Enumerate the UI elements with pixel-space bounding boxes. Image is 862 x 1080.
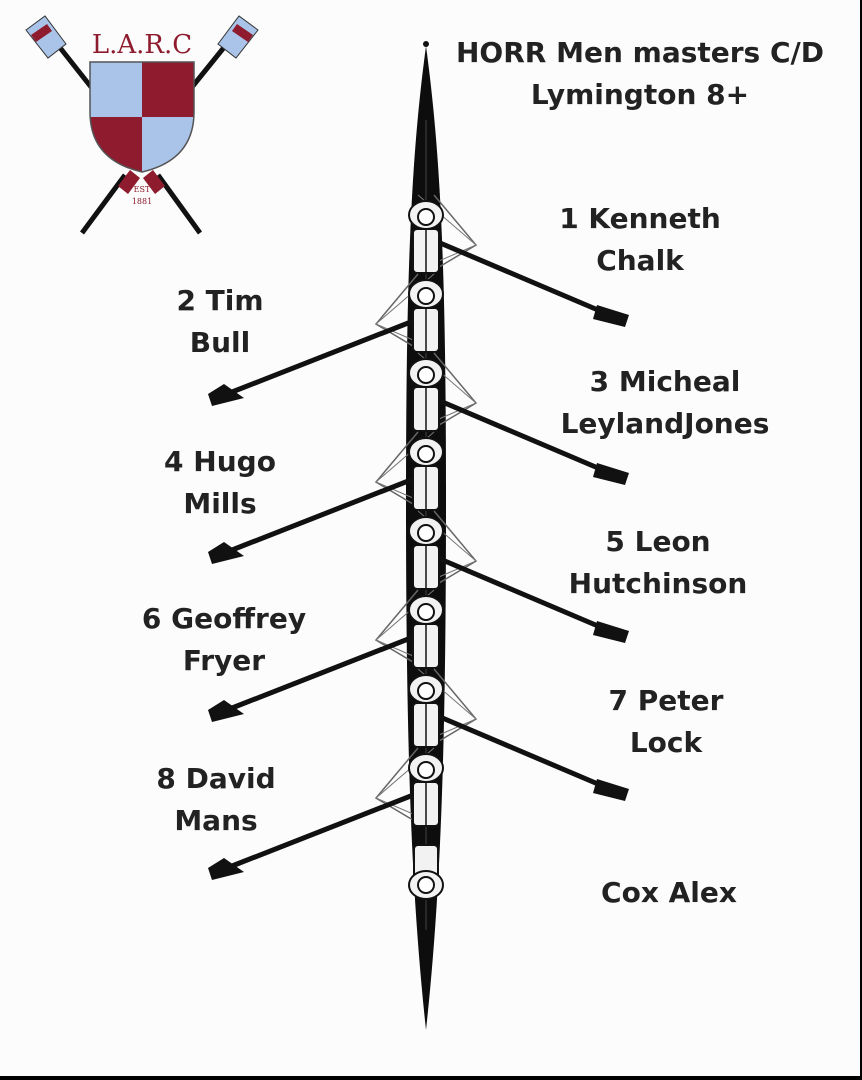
club-logo: L.A.R.C EST 1881 (25, 15, 259, 235)
logo-oar-top-left (25, 15, 97, 94)
rower-label-2: 2 Tim Bull (90, 280, 350, 364)
rower-3-seat-name: 3 Micheal (589, 365, 741, 398)
rower-body-2 (408, 279, 444, 353)
logo-text: L.A.R.C (92, 30, 192, 60)
rower-7 (408, 668, 629, 801)
rower-1-surname: Chalk (596, 244, 684, 277)
rower-label-7: 7 Peter Lock (536, 680, 796, 764)
logo-oar-bottom-left (79, 170, 140, 235)
rower-1 (408, 194, 629, 327)
rower-4-surname: Mills (183, 487, 257, 520)
crew-layer (208, 194, 629, 900)
rower-6-seat-name: 6 Geoffrey (141, 602, 307, 635)
rower-5-surname: Hutchinson (568, 567, 748, 600)
oar-6 (208, 629, 427, 722)
rower-2-seat-name: 2 Tim (176, 284, 264, 317)
cox-name: Cox Alex (601, 876, 737, 909)
rower-8 (208, 747, 444, 880)
rower-8-surname: Mans (174, 804, 258, 837)
logo-oar-top-right (186, 15, 259, 94)
rower-body-5 (408, 516, 444, 590)
rower-body-4 (408, 437, 444, 511)
oar-7 (425, 708, 629, 801)
cox-label: Cox Alex (539, 872, 799, 914)
rower-6-surname: Fryer (182, 644, 266, 677)
rower-2 (208, 273, 444, 406)
rower-1-seat-name: 1 Kenneth (559, 202, 721, 235)
rower-3-surname: LeylandJones (560, 407, 770, 440)
rower-label-8: 8 David Mans (86, 758, 346, 842)
rower-body-8 (408, 753, 444, 827)
oar-3 (425, 392, 629, 485)
race-title: HORR Men masters C/D Lymington 8+ (430, 32, 850, 116)
logo-year: 1881 (132, 197, 152, 206)
rower-label-3: 3 Micheal LeylandJones (535, 361, 795, 445)
oar-4 (208, 471, 427, 564)
oar-1 (425, 234, 629, 327)
oar-2 (208, 313, 427, 406)
rower-label-6: 6 Geoffrey Fryer (94, 598, 354, 682)
rower-4 (208, 431, 444, 564)
rower-body-7 (408, 674, 444, 748)
logo-oar-bottom-right (143, 170, 203, 235)
rower-body-3 (408, 358, 444, 432)
rower-label-1: 1 Kenneth Chalk (510, 198, 770, 282)
race-title-line1: HORR Men masters C/D (456, 36, 824, 69)
rower-7-seat-name: 7 Peter (608, 684, 724, 717)
rower-body-1 (408, 200, 444, 274)
logo-shield (90, 62, 194, 172)
rower-5 (408, 510, 629, 643)
rower-7-surname: Lock (629, 726, 703, 759)
rower-body-6 (408, 595, 444, 669)
rower-6 (208, 589, 444, 722)
rower-5-seat-name: 5 Leon (605, 525, 711, 558)
rower-4-seat-name: 4 Hugo (164, 445, 276, 478)
rower-label-5: 5 Leon Hutchinson (528, 521, 788, 605)
rower-3 (408, 352, 629, 485)
rower-8-seat-name: 8 David (156, 762, 276, 795)
race-title-line2: Lymington 8+ (530, 78, 750, 111)
oar-5 (425, 550, 629, 643)
logo-est: EST (134, 185, 151, 194)
oar-8 (208, 787, 427, 880)
cox-figure (408, 844, 444, 900)
rower-2-surname: Bull (189, 326, 251, 359)
rower-label-4: 4 Hugo Mills (90, 441, 350, 525)
